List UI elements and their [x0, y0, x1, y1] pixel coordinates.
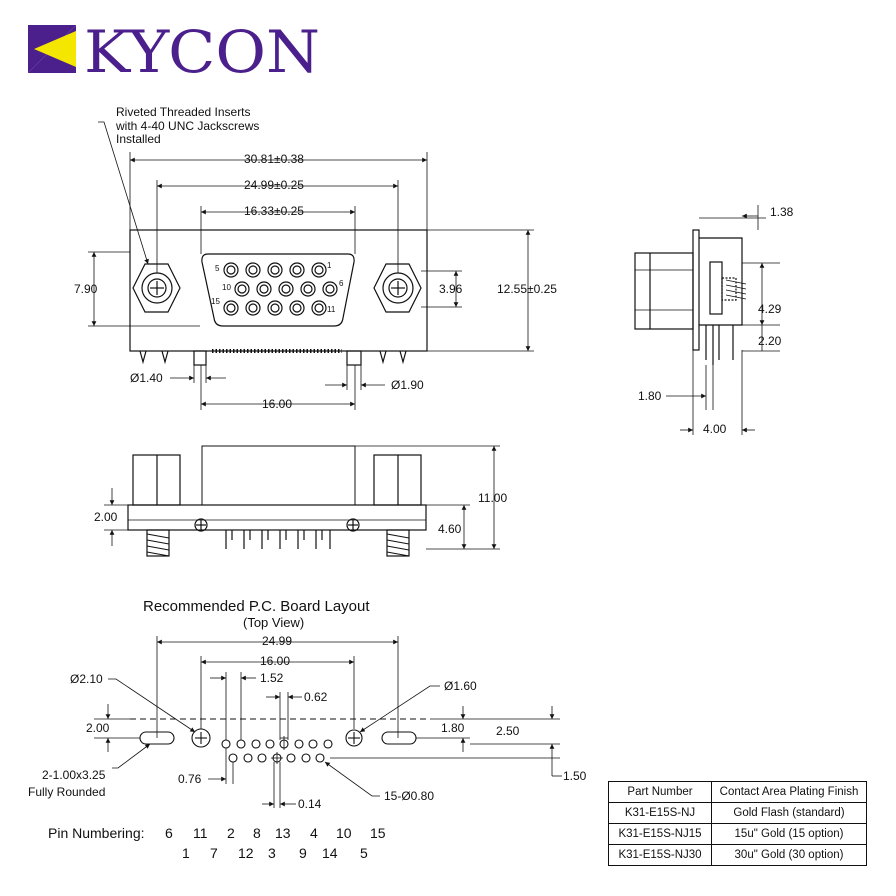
side-view	[634, 205, 780, 435]
slot-note-1: 2-1.00x3.25	[42, 768, 106, 782]
pcb-dim-f: Ø1.60	[444, 679, 477, 693]
table-row: K31-E15S-NJ15 15u" Gold (15 option)	[608, 823, 867, 845]
pcb-dim-b: 16.00	[260, 654, 290, 668]
pin-num: 4	[310, 825, 318, 841]
dim-peg-small: Ø1.40	[130, 371, 163, 385]
pin-num: 2	[227, 825, 235, 841]
part-number-cell: K31-E15S-NJ15	[608, 823, 712, 845]
d-sub-shell	[201, 253, 355, 327]
pin-num: 10	[336, 825, 352, 841]
pin-num: 8	[253, 825, 261, 841]
dim-left-height: 7.90	[74, 282, 98, 296]
pin-num: 12	[238, 845, 254, 861]
pin-row-2	[234, 281, 338, 297]
dim-mount-spacing: 24.99±0.25	[244, 178, 304, 192]
dim-side-5: 4.00	[703, 422, 727, 436]
pcb-dim-l: 0.14	[298, 797, 322, 811]
pin-label-5: 5	[215, 264, 220, 273]
pin-num: 15	[370, 825, 386, 841]
kycon-logo: KYCON	[28, 18, 320, 86]
bottom-view-text: 2.00 11.00 4.60	[94, 491, 507, 536]
table-row: K31-E15S-NJ Gold Flash (standard)	[608, 802, 867, 824]
pcb-dim-a: 24.99	[262, 634, 292, 648]
pin-label-1: 1	[327, 261, 332, 270]
plating-cell: 30u" Gold (30 option)	[711, 844, 867, 866]
part-number-cell: K31-E15S-NJ	[608, 802, 712, 824]
pin-row-3	[223, 300, 327, 316]
dim-bottom-1: 2.00	[94, 510, 118, 524]
dim-overall-height: 12.55±0.25	[497, 282, 557, 296]
header-part-number: Part Number	[608, 781, 712, 803]
dim-side-4: 1.80	[638, 389, 662, 403]
callout-line-1: Riveted Threaded Inserts	[116, 105, 251, 119]
pin-label-11: 11	[327, 305, 336, 314]
right-hex-nut	[373, 263, 422, 313]
pin-num: 11	[193, 825, 208, 841]
pcb-dim-i: 2.50	[496, 724, 520, 738]
dim-side-1: 1.38	[770, 205, 794, 219]
pcb-dim-k: 1.50	[563, 769, 587, 783]
dim-shell-width: 16.33±0.25	[244, 204, 304, 218]
pin-label-15: 15	[211, 297, 220, 306]
pin-numbering-label: Pin Numbering:	[48, 825, 145, 841]
part-number-cell: K31-E15S-NJ30	[608, 844, 712, 866]
pin-num: 5	[360, 845, 368, 861]
pin-num: 6	[165, 825, 173, 841]
pcb-subtitle: (Top View)	[243, 615, 304, 630]
dim-bottom-3: 4.60	[438, 522, 462, 536]
peg-small	[193, 350, 207, 366]
front-view-text: Riveted Threaded Inserts with 4-40 UNC J…	[74, 105, 557, 411]
slot-note-2: Fully Rounded	[28, 785, 105, 799]
pcb-dim-e: 0.62	[304, 690, 328, 704]
pin-num: 3	[268, 845, 276, 861]
plating-cell: 15u" Gold (15 option)	[711, 823, 867, 845]
pcb-dim-j: 0.76	[178, 772, 202, 786]
parts-table: Part Number Contact Area Plating Finish …	[608, 781, 867, 866]
pcb-holes-row1	[221, 739, 333, 749]
pin-num: 9	[299, 845, 307, 861]
front-flange	[129, 229, 428, 352]
pcb-dim-c: Ø2.10	[70, 672, 103, 686]
side-view-text: 1.38 4.29 2.20 1.80 4.00	[638, 205, 794, 436]
pcb-dim-m: 15-Ø0.80	[384, 789, 434, 803]
peg-large	[346, 350, 362, 366]
dim-peg-large: Ø1.90	[391, 378, 424, 392]
pin-num: 14	[322, 845, 338, 861]
parts-table-header: Part Number Contact Area Plating Finish	[608, 781, 867, 803]
pin-row-1	[223, 262, 327, 278]
header-plating-finish: Contact Area Plating Finish	[711, 781, 867, 803]
pin-label-6: 6	[339, 279, 344, 288]
dim-side-3: 2.20	[758, 334, 782, 348]
table-row: K31-E15S-NJ30 30u" Gold (30 option)	[608, 844, 867, 866]
pin-num: 1	[182, 845, 190, 861]
pin-label-10: 10	[222, 283, 231, 292]
callout-line-3: Installed	[116, 132, 161, 146]
dim-peg-spacing: 16.00	[262, 397, 292, 411]
logo-text: KYCON	[84, 18, 320, 86]
pcb-title: Recommended P.C. Board Layout	[143, 598, 370, 615]
pcb-dim-h: 1.80	[441, 721, 465, 735]
dim-bottom-2: 11.00	[478, 491, 507, 505]
pcb-dim-d: 1.52	[260, 671, 284, 685]
logo-yellow-triangle	[34, 31, 76, 67]
bottom-view	[104, 445, 500, 557]
pin-num: 13	[275, 825, 291, 841]
pcb-layout-text: Recommended P.C. Board Layout (Top View)…	[28, 598, 587, 811]
pin-numbering: Pin Numbering: 6 11 2 8 13 4 10 15 1 7 1…	[48, 825, 386, 861]
plating-cell: Gold Flash (standard)	[711, 802, 867, 824]
callout-line-2: with 4-40 UNC Jackscrews	[115, 119, 259, 133]
dim-hole-height: 3.96	[439, 282, 463, 296]
mount-hole-right	[345, 729, 363, 747]
slot-right	[381, 731, 417, 745]
front-view	[88, 121, 534, 410]
dim-side-2: 4.29	[758, 302, 782, 316]
pcb-layout	[94, 636, 562, 808]
dim-overall-width: 30.81±0.38	[244, 152, 304, 166]
pcb-dim-g: 2.00	[86, 721, 110, 735]
left-hex-nut	[132, 263, 181, 313]
pin-num: 7	[210, 845, 218, 861]
